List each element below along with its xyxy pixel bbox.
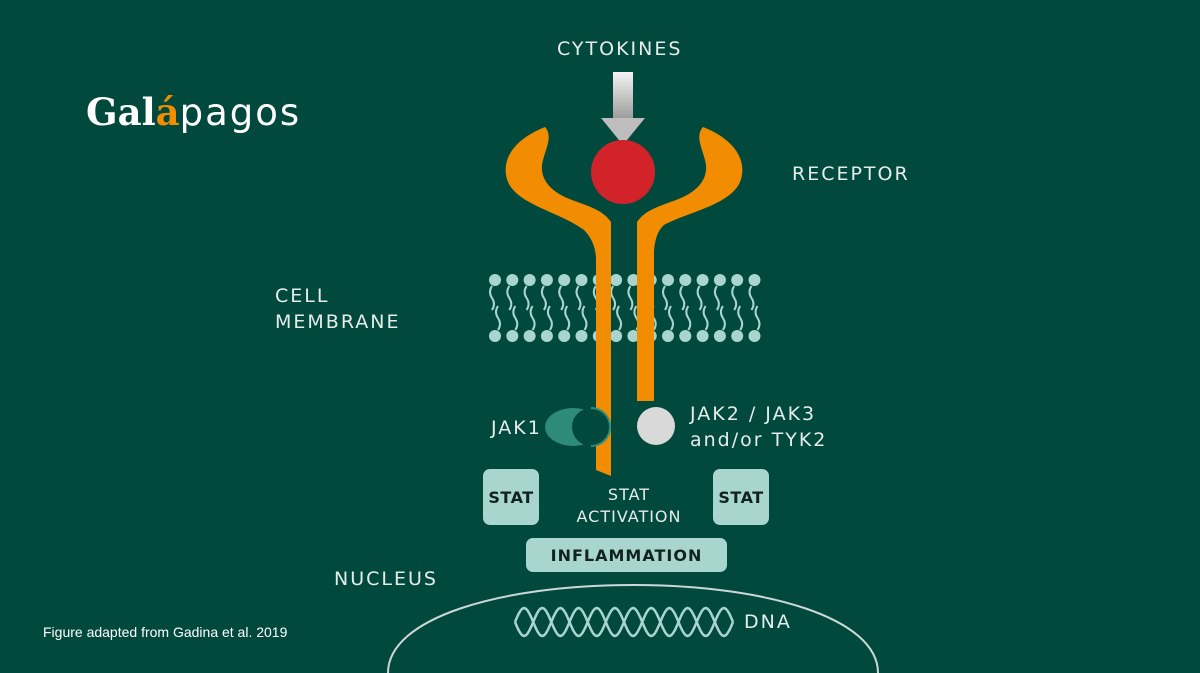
lipid-tail-inner [581,305,588,331]
cytokine-ball [591,140,655,204]
lipid-head-inner [575,330,588,342]
logo-part2: pagos [179,91,302,134]
receptor-right-half [637,127,743,400]
lipid-head-outer [540,274,553,286]
lipid-head-inner [748,330,761,342]
lipid-head-inner [558,330,571,342]
lipid-head-inner [731,330,744,342]
lipid-tail-inner [546,305,553,331]
lipid-head-inner [523,330,536,342]
lipid-head-outer [523,274,536,286]
lipid-head-inner [696,330,709,342]
receptor [505,127,743,474]
receptor-stem-left-tip [596,460,611,476]
lipid-tail-outer [489,285,495,311]
lipid-head-inner [713,330,726,342]
cytokines-label: CYTOKINES [557,38,683,60]
cell-membrane-bilayer [489,274,761,342]
jak2-label-line1: JAK2 / JAK3 [690,403,817,425]
lipid-head-outer [679,274,692,286]
dna-label: DNA [744,611,792,633]
lipid-tail-outer [506,285,513,311]
lipid-tail-outer [558,285,565,311]
stat-activation-label-line1: STAT [607,485,651,504]
logo-part1: Gal [86,90,156,134]
nucleus-envelope [387,583,879,673]
lipid-head-outer [731,274,744,286]
lipid-tail-inner [616,305,623,331]
cell-membrane-label-line1: CELL [275,285,330,307]
lipid-head-inner [662,330,674,342]
lipid-head-outer [662,274,674,286]
lipid-tail-inner [564,305,571,331]
lipid-head-outer [558,274,571,286]
lipid-tail-outer [662,285,668,311]
cell-membrane-label-line2: MEMBRANE [275,311,401,333]
jak2-kinase [637,407,675,445]
lipid-head-outer [489,274,501,286]
stat-box-left: STAT [483,469,539,525]
lipid-head-inner [627,330,640,342]
lipid-tail-inner [685,305,692,331]
lipid-tail-outer [575,285,582,311]
receptor-label: RECEPTOR [792,163,910,185]
lipid-head-outer [575,274,588,286]
lipid-tail-inner [702,305,709,331]
figure-caption: Figure adapted from Gadina et al. 2019 [43,624,288,640]
galapagos-logo: Galápagos [86,90,301,134]
lipid-head-outer [610,274,623,286]
lipid-tail-outer [610,285,617,311]
lipid-tail-outer [679,285,686,311]
jak2-label-line2: and/or TYK2 [690,429,828,451]
stat-activation-label-line2: ACTIVATION [576,507,682,526]
lipid-head-outer [696,274,709,286]
lipid-tail-outer [540,285,547,311]
lipid-tail-outer [696,285,703,311]
lipid-tail-inner [495,305,501,331]
receptor-left-half [505,127,611,474]
lipid-tail-inner [719,305,726,331]
lipid-tail-inner [529,305,536,331]
lipid-tail-inner [668,305,674,331]
lipid-tail-inner [512,305,519,331]
lipid-head-outer [627,274,640,286]
lipid-head-outer [713,274,726,286]
inflammation-box: INFLAMMATION [526,538,727,572]
lipid-tail-outer [731,285,738,311]
lipid-tail-outer [627,285,634,311]
lipid-head-outer [506,274,519,286]
jak1-kinase [545,407,611,447]
lipid-tail-inner [754,305,761,331]
cytokine-arrow [601,72,645,145]
receptor-stems [596,255,654,476]
lipid-tail-outer [748,285,755,311]
lipid-tail-inner [737,305,744,331]
lipid-head-inner [489,330,501,342]
lipid-head-inner [610,330,623,342]
dna-strand-b [513,606,735,638]
logo-accent-letter: á [155,90,180,134]
nucleus-label: NUCLEUS [334,568,438,590]
lipid-head-inner [679,330,692,342]
lipid-head-outer [748,274,761,286]
lipid-tail-outer [523,285,530,311]
dna-helix [513,606,735,638]
lipid-head-inner [506,330,519,342]
receptor-stem-right [637,255,654,401]
stat-box-right: STAT [713,469,769,525]
lipid-head-inner [540,330,553,342]
jak1-label: JAK1 [491,417,542,439]
lipid-tail-outer [713,285,720,311]
